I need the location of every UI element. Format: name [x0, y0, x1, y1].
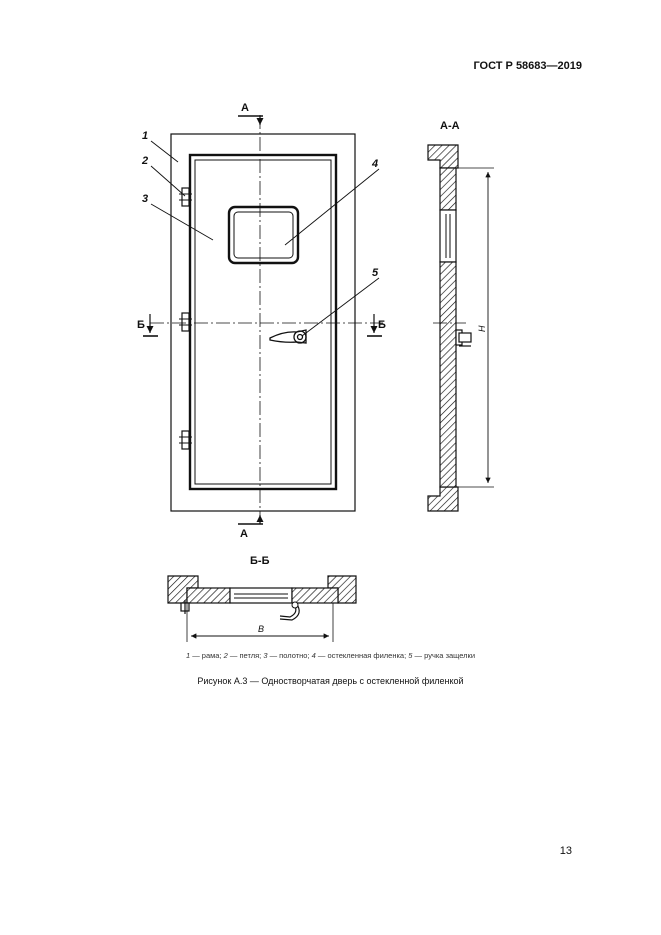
callout-1: 1 — [142, 130, 148, 142]
legend-text-2: — петля; — [227, 651, 264, 660]
section-b-b — [167, 575, 357, 642]
callout-5: 5 — [372, 267, 379, 279]
legend-num-1: 1 — [185, 651, 191, 660]
hinge-top — [179, 187, 192, 207]
page-number: 13 — [559, 845, 572, 857]
front-view — [143, 115, 383, 525]
hinge-section — [180, 600, 190, 614]
glass-section — [439, 209, 457, 263]
section-mark-b-left: Б — [137, 319, 145, 331]
callout-2: 2 — [141, 155, 148, 167]
leaf-section-lower — [439, 261, 457, 488]
section-title-aa: А-А — [440, 120, 460, 132]
hinge-bottom — [179, 430, 192, 450]
legend-num-5: 5 — [408, 651, 413, 660]
latch-handle — [269, 329, 307, 344]
frame-bottom-section — [427, 486, 459, 512]
section-mark-a-bottom: А — [240, 528, 248, 540]
dimension-h-label: H — [477, 325, 487, 332]
leaf-section-upper — [439, 167, 457, 211]
front-view-labels: 1 2 3 4 5 А А Б Б — [137, 102, 386, 540]
section-mark-a-top: А — [241, 102, 249, 114]
section-mark-b-right: Б — [378, 319, 386, 331]
glazed-panel-outer — [227, 205, 300, 265]
callout-4: 4 — [371, 158, 378, 170]
door-frame — [170, 133, 356, 512]
legend-text-4: — остекленная филенка; — [315, 651, 409, 660]
door-leaf-inner — [194, 159, 332, 485]
leaf-section-right — [291, 587, 339, 604]
figure-legend: 1 — рама; 2 — петля; 3 — полотно; 4 — ос… — [0, 651, 661, 660]
legend-num-4: 4 — [311, 651, 316, 660]
hinge-middle — [179, 312, 192, 332]
section-a-a — [427, 144, 494, 512]
document-header: ГОСТ Р 58683—2019 — [473, 60, 582, 72]
legend-num-2: 2 — [223, 651, 228, 660]
figure-caption: Рисунок А.3 — Одностворчатая дверь с ост… — [197, 676, 464, 686]
handle-side-view — [455, 329, 472, 347]
dimension-b-label: B — [258, 624, 264, 634]
leaf-section-left — [186, 587, 231, 604]
section-title-bb: Б-Б — [250, 555, 270, 567]
callout-3: 3 — [142, 193, 148, 205]
glass-section-b — [229, 587, 293, 604]
legend-text-1: — рама; — [190, 651, 224, 660]
legend-text-5: — ручка защелки — [412, 651, 476, 660]
frame-top-section — [427, 144, 459, 169]
legend-text-3: — полотно; — [267, 651, 312, 660]
door-leaf-outer — [188, 153, 338, 491]
legend-num-3: 3 — [263, 651, 268, 660]
glazed-panel-inner — [233, 211, 294, 259]
